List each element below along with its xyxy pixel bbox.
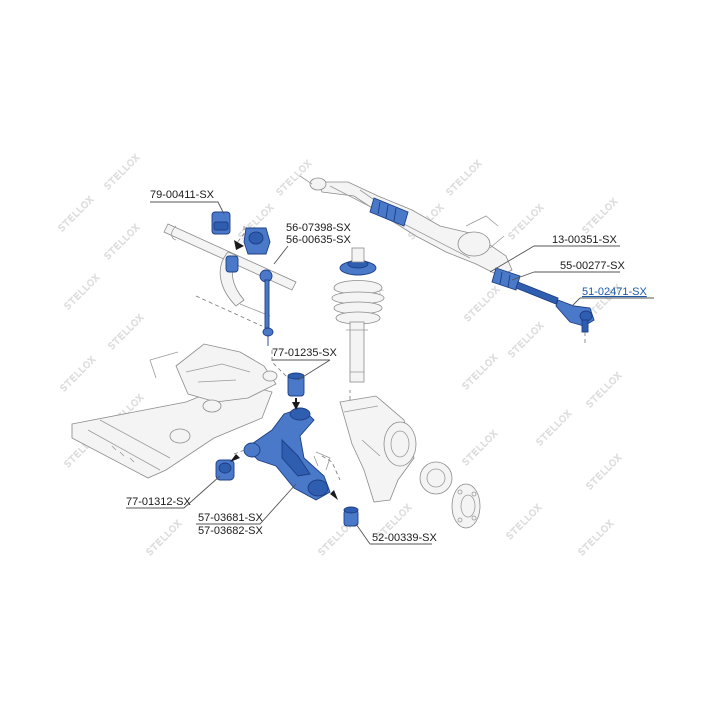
watermark-text: STELLOX xyxy=(57,194,97,234)
watermark-text: STELLOX xyxy=(535,408,575,448)
wheel-bearing xyxy=(419,461,453,495)
stabilizer-bushing-upper xyxy=(211,211,231,235)
watermark-text: STELLOX xyxy=(585,370,625,410)
stabilizer-bushing-lower xyxy=(225,255,239,273)
watermark-text: STELLOX xyxy=(145,518,185,558)
watermark-text: STELLOX xyxy=(581,196,621,236)
lower-control-arm xyxy=(243,407,331,501)
part-labels: 79-00411-SX 56-07398-SX 56-00635-SX 13-0… xyxy=(126,189,652,544)
watermark-text: STELLOX xyxy=(107,312,147,352)
arm-bushing-rear xyxy=(287,372,305,404)
watermark-text: STELLOX xyxy=(103,152,143,192)
arrow-icon xyxy=(234,240,244,254)
subframe xyxy=(71,343,278,479)
watermark-text: STELLOX xyxy=(577,518,617,558)
arrow-icon xyxy=(230,454,240,462)
watermark-text: STELLOX xyxy=(507,320,547,360)
stabilizer-bar xyxy=(163,223,297,327)
part-label-56-00635: 56-00635-SX xyxy=(286,234,351,246)
arm-bushing-front xyxy=(215,459,235,481)
watermark-text: STELLOX xyxy=(461,352,501,392)
watermark-text: STELLOX xyxy=(103,222,143,262)
arrow-icon xyxy=(292,402,300,410)
watermark-text: STELLOX xyxy=(63,272,103,312)
watermark-text: STELLOX xyxy=(463,284,503,324)
steering-knuckle xyxy=(339,395,417,503)
part-label-13-00351: 13-00351-SX xyxy=(552,234,617,246)
ball-joint xyxy=(343,506,359,527)
watermark-text: STELLOX xyxy=(585,452,625,492)
strut-assembly xyxy=(331,247,385,383)
part-label-57-03682: 57-03682-SX xyxy=(198,525,263,537)
rack-boot-left xyxy=(369,197,409,227)
stabilizer-link xyxy=(259,269,274,346)
assembly-guides xyxy=(233,350,351,481)
assembly-arrows xyxy=(230,240,338,500)
part-label-52-00339: 52-00339-SX xyxy=(372,532,437,544)
part-label-77-01312: 77-01312-SX xyxy=(126,496,191,508)
arrow-icon xyxy=(330,490,338,500)
tie-rod-axial xyxy=(515,281,559,305)
part-label-55-00277: 55-00277-SX xyxy=(560,260,625,272)
tie-rod-boot-right xyxy=(491,267,521,291)
part-label-56-07398: 56-07398-SX xyxy=(286,222,351,234)
watermark-text: STELLOX xyxy=(445,158,485,198)
watermark-text: STELLOX xyxy=(461,428,501,468)
part-label-77-01235: 77-01235-SX xyxy=(272,347,337,359)
watermark-text: STELLOX xyxy=(59,354,99,394)
leader-lines xyxy=(126,201,654,545)
part-label-79-00411: 79-00411-SX xyxy=(150,189,215,201)
tie-rod-end xyxy=(555,299,595,346)
watermark-text: STELLOX xyxy=(275,158,315,198)
watermark-text: STELLOX xyxy=(507,202,547,242)
stabilizer-bushing-bracket xyxy=(243,227,271,255)
part-link-51-02471[interactable]: 51-02471-SX xyxy=(582,286,647,298)
wheel-hub xyxy=(451,483,481,529)
watermark-text: STELLOX xyxy=(505,502,545,542)
part-label-57-03681: 57-03681-SX xyxy=(198,512,263,524)
